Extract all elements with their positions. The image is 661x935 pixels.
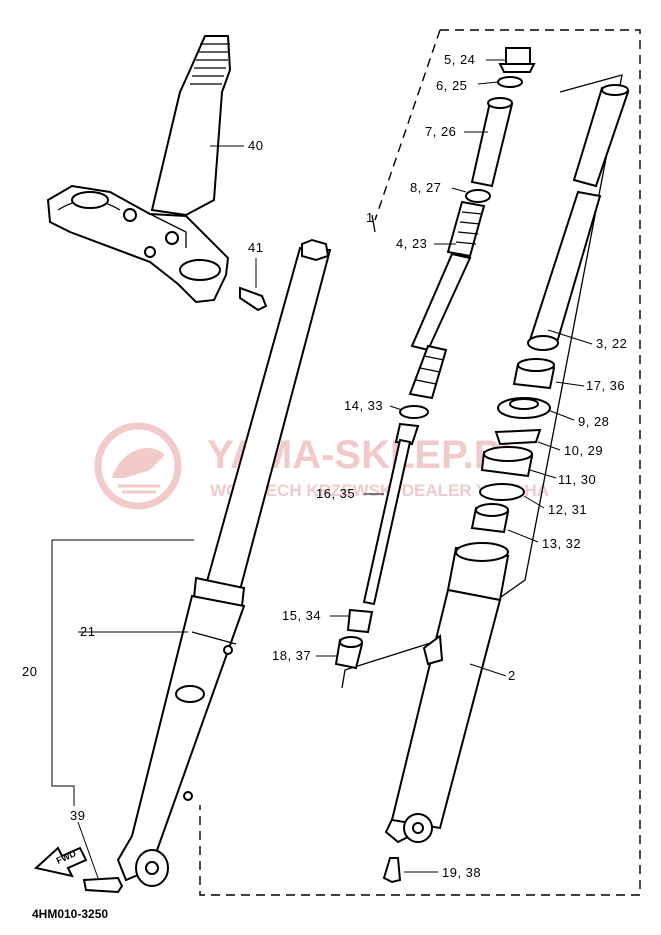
callout-21: 21 bbox=[80, 624, 95, 639]
piece-18 bbox=[334, 636, 364, 670]
outer-tube-2 bbox=[384, 542, 510, 844]
left-fork-assembly bbox=[116, 238, 332, 887]
bolt-41 bbox=[239, 286, 268, 312]
diagram-code: 4HM010-3250 bbox=[32, 907, 108, 921]
clip-10 bbox=[494, 428, 542, 446]
seat-8 bbox=[465, 189, 491, 203]
callout-8: 8, 27 bbox=[410, 180, 441, 195]
callout-41: 41 bbox=[248, 240, 263, 255]
watermark-subtitle: WOJCIECH KRZEWSKI DEALER YAMAHA bbox=[210, 481, 549, 500]
callout-19: 19, 38 bbox=[442, 865, 481, 880]
o-ring-6 bbox=[497, 76, 523, 88]
callout-1: 1 bbox=[366, 210, 374, 225]
spring-4 bbox=[408, 200, 486, 400]
callout-15: 15, 34 bbox=[282, 608, 321, 623]
callout-5: 5, 24 bbox=[444, 52, 475, 67]
watermark-logo bbox=[94, 422, 182, 510]
oil-seal-11 bbox=[480, 446, 534, 478]
callout-7: 7, 26 bbox=[425, 124, 456, 139]
callout-2: 2 bbox=[508, 668, 516, 683]
damper-rod-16 bbox=[362, 422, 420, 606]
callout-39: 39 bbox=[70, 808, 85, 823]
cap-bolt-5 bbox=[498, 47, 536, 73]
callout-16: 16, 35 bbox=[316, 486, 355, 501]
callout-17: 17, 36 bbox=[586, 378, 625, 393]
callout-labels: 5, 24 6, 25 7, 26 8, 27 1 4, 23 3, 22 17… bbox=[22, 52, 627, 880]
inner-tube-3 bbox=[527, 84, 630, 351]
washer-14 bbox=[399, 405, 429, 419]
bolt-19 bbox=[382, 857, 402, 884]
callout-3: 3, 22 bbox=[596, 336, 627, 351]
callout-6: 6, 25 bbox=[436, 78, 467, 93]
spacer-7 bbox=[470, 97, 514, 188]
callout-4: 4, 23 bbox=[396, 236, 427, 251]
callout-20: 20 bbox=[22, 664, 37, 679]
callout-11: 11, 30 bbox=[558, 472, 596, 487]
callout-14: 14, 33 bbox=[344, 398, 383, 413]
callout-13: 13, 32 bbox=[542, 536, 581, 551]
under-bracket bbox=[46, 35, 232, 304]
spring-15 bbox=[346, 608, 374, 634]
callout-9: 9, 28 bbox=[578, 414, 609, 429]
callout-12: 12, 31 bbox=[548, 502, 587, 517]
fwd-arrow-icon: FWD bbox=[33, 846, 88, 878]
bushing-13 bbox=[470, 503, 510, 534]
callout-18: 18, 37 bbox=[272, 648, 311, 663]
bolt-39 bbox=[82, 876, 124, 894]
washer-12 bbox=[479, 483, 525, 501]
dust-seal-9 bbox=[497, 397, 551, 419]
callout-40: 40 bbox=[248, 138, 263, 153]
leader-lines bbox=[51, 59, 593, 879]
bushing-17 bbox=[512, 358, 556, 390]
callout-10: 10, 29 bbox=[564, 443, 603, 458]
assembly-dashed-outline bbox=[199, 29, 641, 896]
